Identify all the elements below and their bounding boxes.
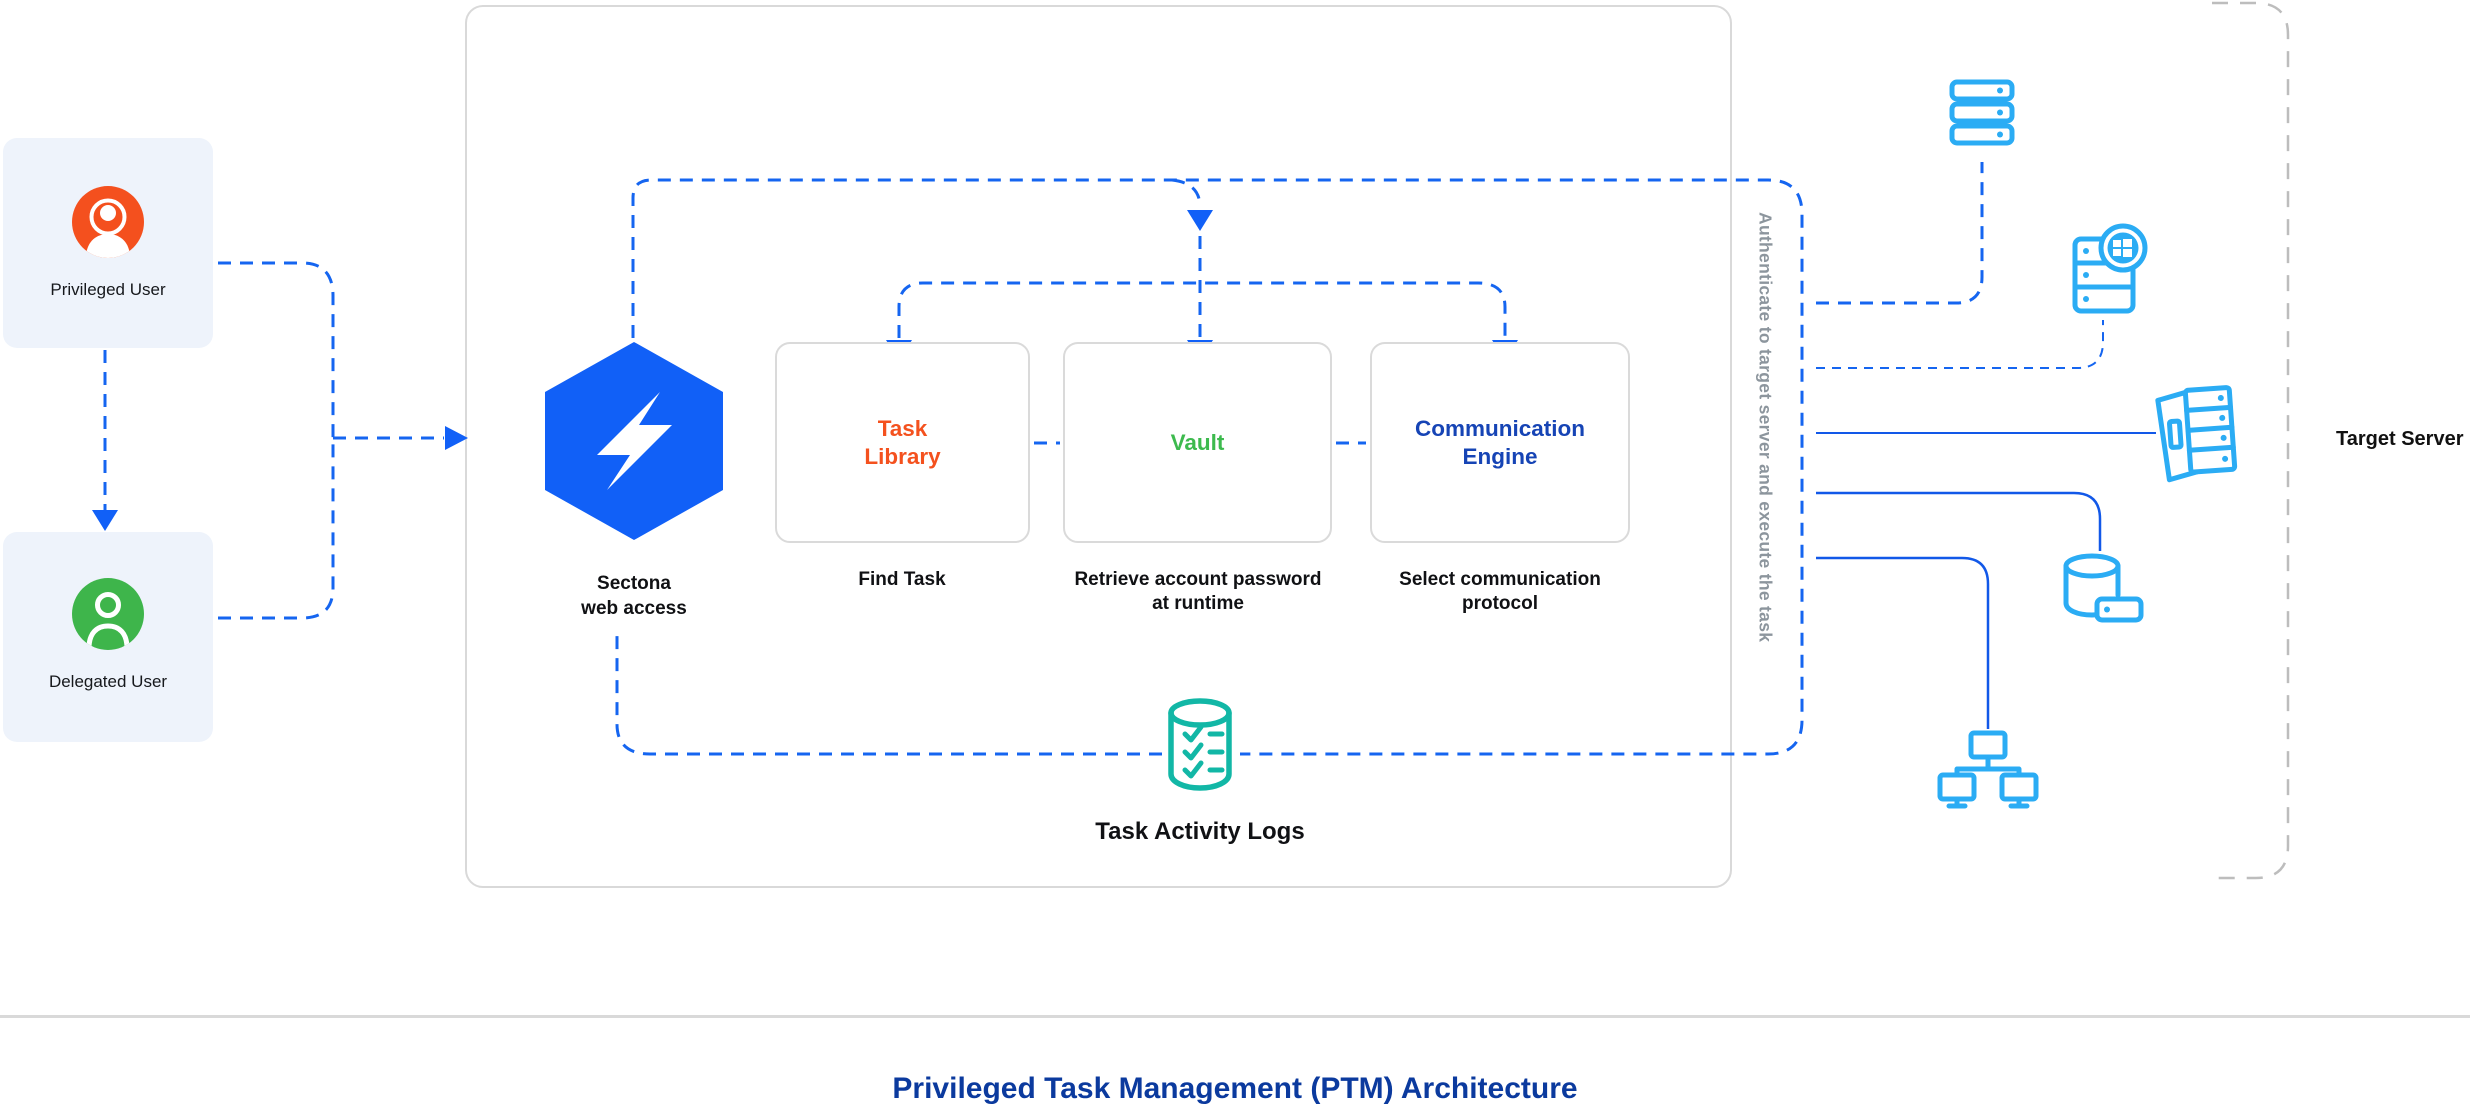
target-server-zone-border [2212, 1, 2290, 880]
privileged-user-label: Privileged User [50, 280, 166, 299]
windows-server-link [1816, 320, 2104, 369]
find-task-caption: Find Task [858, 569, 946, 590]
solid-flow-lines [1816, 432, 2156, 729]
communication-engine-title: Communication Engine [1414, 416, 1585, 469]
footer-divider [0, 1015, 2470, 1018]
vault-title: Vault [1170, 429, 1225, 455]
sectona-web-access-label: Sectona web access [581, 573, 687, 619]
task-library-box: Task Library [775, 342, 1030, 543]
task-activity-logs-label: Task Activity Logs [1095, 818, 1305, 845]
task-library-title: Task Library [864, 416, 941, 469]
vault-box: Vault [1063, 342, 1332, 543]
communication-caption: Select communication protocol [1399, 569, 1601, 615]
page-title: Privileged Task Management (PTM) Archite… [892, 1072, 1578, 1105]
network-workstations-icon [1937, 730, 2039, 809]
authenticate-note: Authenticate to target server and execut… [1755, 212, 1776, 643]
delegated-user-card [3, 532, 213, 742]
windows-server-icon [2072, 223, 2148, 314]
vault-caption: Retrieve account password at runtime [1074, 569, 1322, 615]
privileged-user-card [3, 138, 213, 348]
target-server-label: Target Server [2336, 428, 2464, 450]
tower-server-icon [2155, 385, 2238, 483]
server-rack-icon [1949, 79, 2015, 146]
communication-engine-box: Communication Engine [1370, 342, 1630, 543]
delegated-user-label: Delegated User [48, 672, 168, 691]
database-server-icon [2063, 553, 2144, 623]
